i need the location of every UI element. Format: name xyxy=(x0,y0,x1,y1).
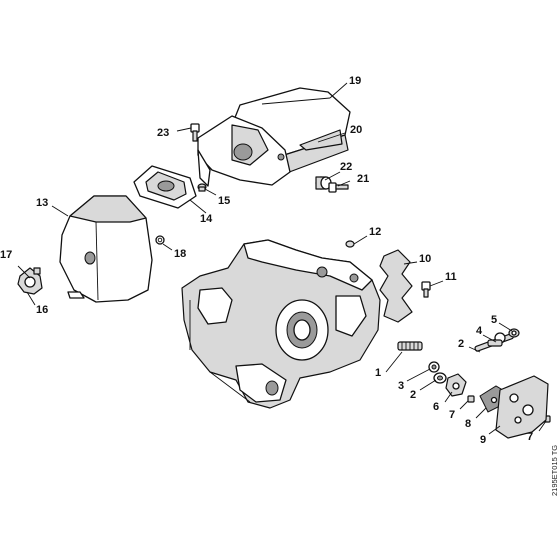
callout-labels: 19 23 20 22 21 15 14 13 18 17 16 12 10 1… xyxy=(0,75,533,446)
part-gasket-plate xyxy=(133,165,197,209)
callout-8: 8 xyxy=(465,418,471,430)
document-code: 2195ET015 TG xyxy=(550,445,559,496)
callout-14: 14 xyxy=(200,213,213,225)
callout-4: 4 xyxy=(476,325,483,337)
part-screw-11 xyxy=(421,281,431,298)
callout-18: 18 xyxy=(174,248,186,260)
leader-lines xyxy=(17,82,547,435)
part-screw-7a xyxy=(467,395,475,403)
part-screw-21 xyxy=(328,182,349,193)
callout-3: 3 xyxy=(398,380,404,392)
callout-16: 16 xyxy=(36,304,48,316)
part-nut-2 xyxy=(433,372,447,384)
part-shroud-side xyxy=(197,115,343,187)
callout-7-left: 7 xyxy=(449,409,455,421)
part-stud-1 xyxy=(397,341,423,351)
callout-22: 22 xyxy=(340,161,352,173)
callout-7-right: 7 xyxy=(527,431,533,443)
part-filter-cover xyxy=(59,195,153,303)
callout-21: 21 xyxy=(357,173,369,185)
callout-10: 10 xyxy=(419,253,431,265)
part-screw-15 xyxy=(197,183,207,192)
callout-1: 1 xyxy=(375,367,381,379)
callout-11: 11 xyxy=(445,271,457,283)
part-screw-12 xyxy=(345,240,355,248)
callout-13: 13 xyxy=(36,197,48,209)
callout-23: 23 xyxy=(157,127,169,139)
callout-6: 6 xyxy=(433,401,439,413)
part-sleeve-4 xyxy=(487,339,503,347)
part-side-plate-9 xyxy=(495,375,549,439)
callout-20: 20 xyxy=(350,124,362,136)
callout-2-upper: 2 xyxy=(458,338,464,350)
part-crankcase xyxy=(181,239,381,409)
callout-15: 15 xyxy=(218,195,230,207)
callout-12: 12 xyxy=(369,226,381,238)
callout-17: 17 xyxy=(0,249,12,261)
part-bumper-spike xyxy=(379,249,413,323)
callout-2-lower: 2 xyxy=(410,389,416,401)
part-screw-23 xyxy=(190,123,200,142)
part-thrust-plate-6 xyxy=(445,373,467,397)
part-knob-17 xyxy=(17,267,43,295)
part-washer-3 xyxy=(428,361,440,373)
callout-5: 5 xyxy=(491,314,497,326)
callout-9: 9 xyxy=(480,434,486,446)
callout-19: 19 xyxy=(349,75,361,87)
part-clip-18 xyxy=(155,235,165,245)
